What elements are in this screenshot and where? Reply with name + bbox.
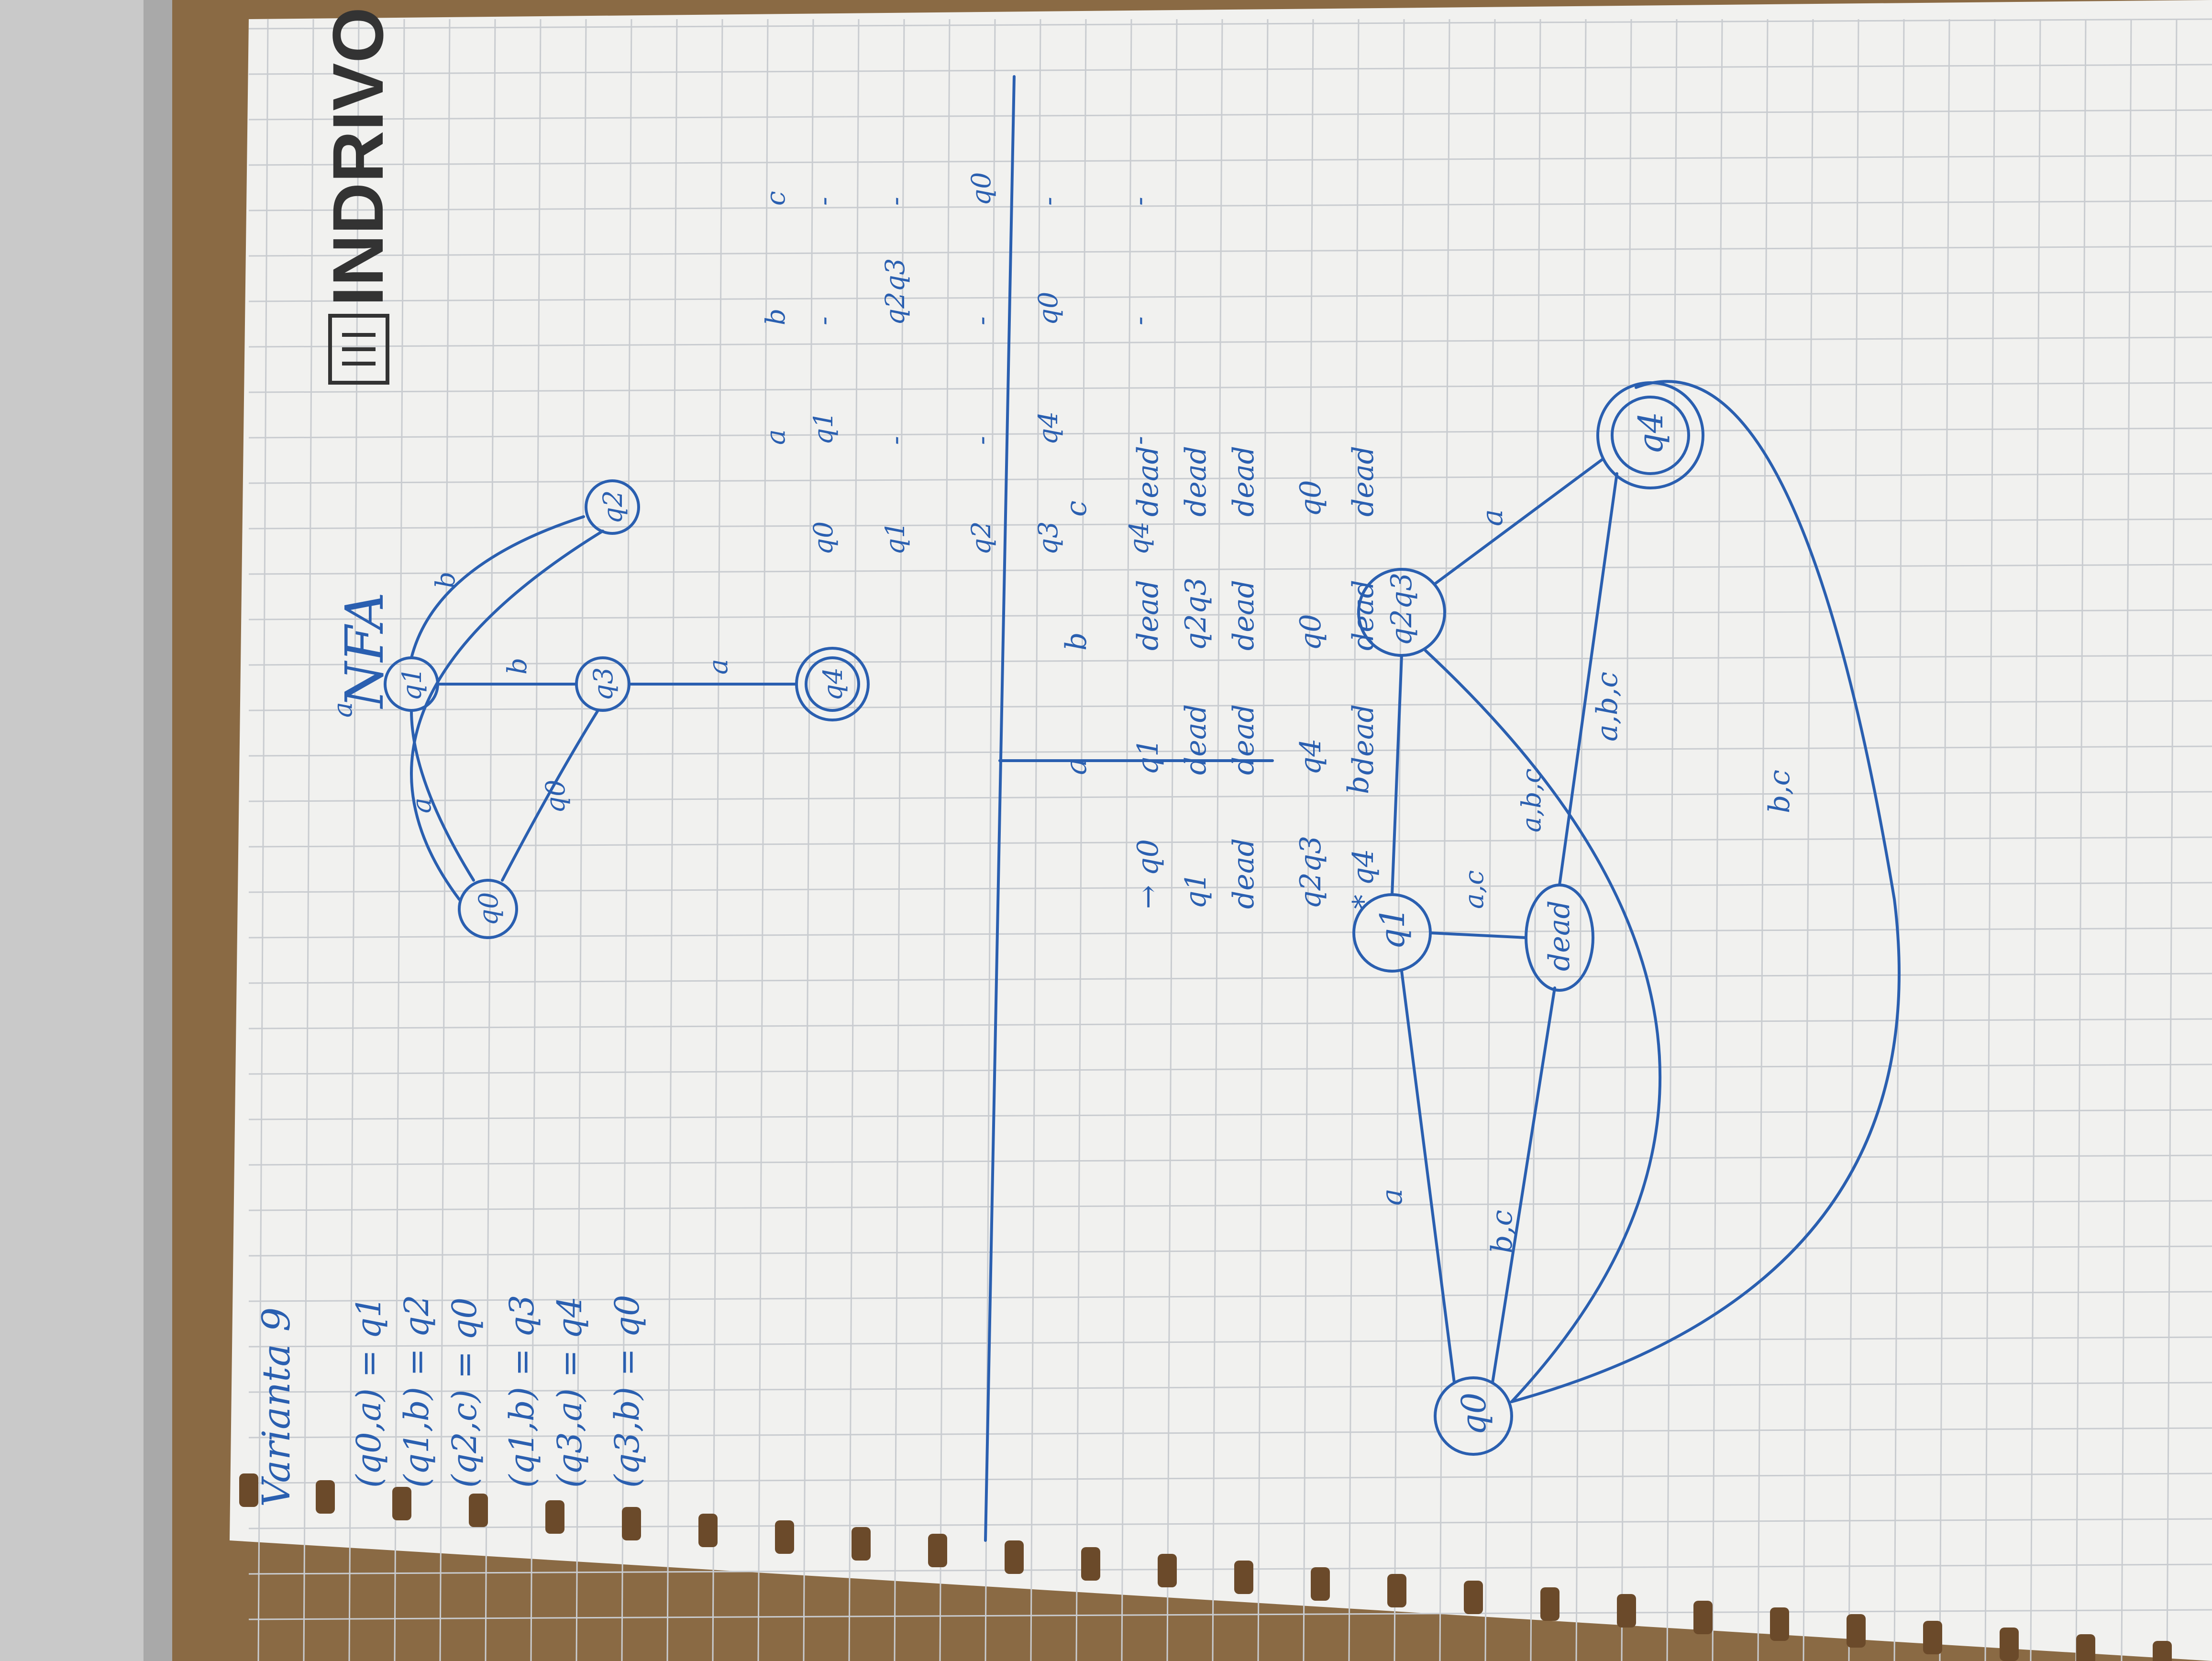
svg-text:(q3,a) = q4: (q3,a) = q4 [550,1296,589,1488]
svg-text:dead: dead [1347,446,1380,517]
transition-list: (q0,a) = q1 (q1,b) = q2 (q2,c) = q0 (q1,… [349,1295,647,1488]
svg-text:q0: q0 [1454,1393,1493,1435]
svg-text:q1: q1 [880,521,910,555]
svg-text:-: - [1124,197,1154,206]
svg-text:→ q0: → q0 [1131,839,1165,909]
svg-text:b: b [1060,632,1093,651]
svg-text:q2q3: q2q3 [1179,577,1213,651]
svg-text:b: b [1342,776,1375,794]
svg-text:b: b [430,572,461,588]
svg-text:c: c [760,191,791,206]
svg-text:q2: q2 [597,490,628,524]
svg-text:c: c [1060,500,1093,517]
svg-text:(q1,b) = q2: (q1,b) = q2 [397,1295,436,1488]
svg-text:q1: q1 [1373,907,1412,950]
svg-text:-: - [1033,197,1063,206]
nfa-diagram: q0 q1 q2 q3 q4 a a b b q0 a [327,479,870,939]
dfa-diagram: q0 q1 dead q2q3 q4 a b,c b a,c a,b,c a,b… [1342,380,1901,1456]
svg-text:a: a [327,702,358,718]
indrivo-logo: INDRIVO [318,7,398,385]
svg-text:q4: q4 [818,667,848,701]
svg-text:q0: q0 [1294,480,1327,517]
svg-text:-: - [966,316,996,325]
svg-text:a: a [1375,1188,1409,1206]
svg-text:dead: dead [1179,446,1213,517]
svg-text:dead: dead [1227,838,1261,909]
svg-text:dead: dead [1227,446,1261,517]
svg-text:-: - [808,197,839,206]
dfa-state-q0 [1434,1376,1513,1456]
nfa-state-q0 [458,879,518,939]
svg-text:q0: q0 [966,172,996,206]
svg-text:(q0,a) = q1: (q0,a) = q1 [349,1296,388,1488]
svg-text:a,b,c: a,b,c [1591,672,1624,742]
svg-text:q0: q0 [1294,614,1327,651]
page-title: Varianta 9 [254,1307,299,1507]
svg-text:q2: q2 [966,521,996,555]
svg-text:-: - [808,316,839,325]
svg-text:q3: q3 [1033,521,1063,555]
svg-text:q1: q1 [397,667,427,701]
dfa-table: a b c → q0 q1 dead dead q1 dead q2q3 dea… [1060,446,1380,909]
svg-text:q2q3: q2q3 [880,258,910,325]
svg-text:dead: dead [1227,580,1261,651]
svg-text:(q3,b) = q0: (q3,b) = q0 [608,1295,647,1488]
svg-text:-: - [1124,436,1154,445]
svg-text:b: b [502,658,532,675]
svg-text:a: a [1060,758,1093,775]
svg-text:q1: q1 [1131,738,1165,775]
svg-text:q0: q0 [473,892,504,926]
svg-text:dead: dead [1347,704,1380,775]
svg-text:q0: q0 [540,780,571,813]
svg-text:b: b [760,309,791,325]
notebook-page [230,0,2212,1661]
svg-text:-: - [880,197,910,206]
svg-text:q4: q4 [1124,521,1154,555]
svg-text:-: - [966,436,996,445]
svg-text:a: a [760,429,791,445]
svg-text:dead: dead [1179,704,1213,775]
nfa-table: a b c q0 q1 - - q1 - q2q3 - q2 - - q0 q3… [760,172,1154,555]
svg-text:q1: q1 [808,411,839,445]
svg-text:-: - [1124,316,1154,325]
svg-text:dead: dead [1227,704,1261,775]
svg-text:q0: q0 [808,521,839,555]
svg-text:b,c: b,c [1485,1210,1519,1253]
logo-text: INDRIVO [318,7,398,306]
svg-text:q0: q0 [1033,292,1063,325]
svg-text:-: - [880,436,910,445]
svg-text:a: a [1476,509,1509,526]
svg-text:dead: dead [1543,900,1576,971]
svg-text:q1: q1 [1179,872,1213,909]
svg-text:a: a [406,797,437,813]
svg-text:a,c: a,c [1459,870,1489,909]
svg-text:q2q3: q2q3 [1385,573,1418,646]
svg-text:q4: q4 [1033,411,1063,445]
svg-text:b,c: b,c [1763,770,1796,813]
nfa-state-q2 [585,479,640,535]
svg-text:q3: q3 [588,667,619,701]
svg-text:dead: dead [1131,580,1165,651]
svg-text:a,b,c: a,b,c [1516,768,1547,832]
svg-text:a: a [703,659,733,675]
svg-text:(q1,b) = q3: (q1,b) = q3 [502,1295,542,1488]
svg-text:(q2,c) = q0: (q2,c) = q0 [445,1297,484,1488]
svg-text:q4: q4 [1294,738,1327,775]
svg-text:dead: dead [1131,446,1165,517]
divider-horizontal [984,75,1016,1542]
svg-text:q4: q4 [1631,412,1670,454]
svg-text:q2q3: q2q3 [1294,836,1327,909]
